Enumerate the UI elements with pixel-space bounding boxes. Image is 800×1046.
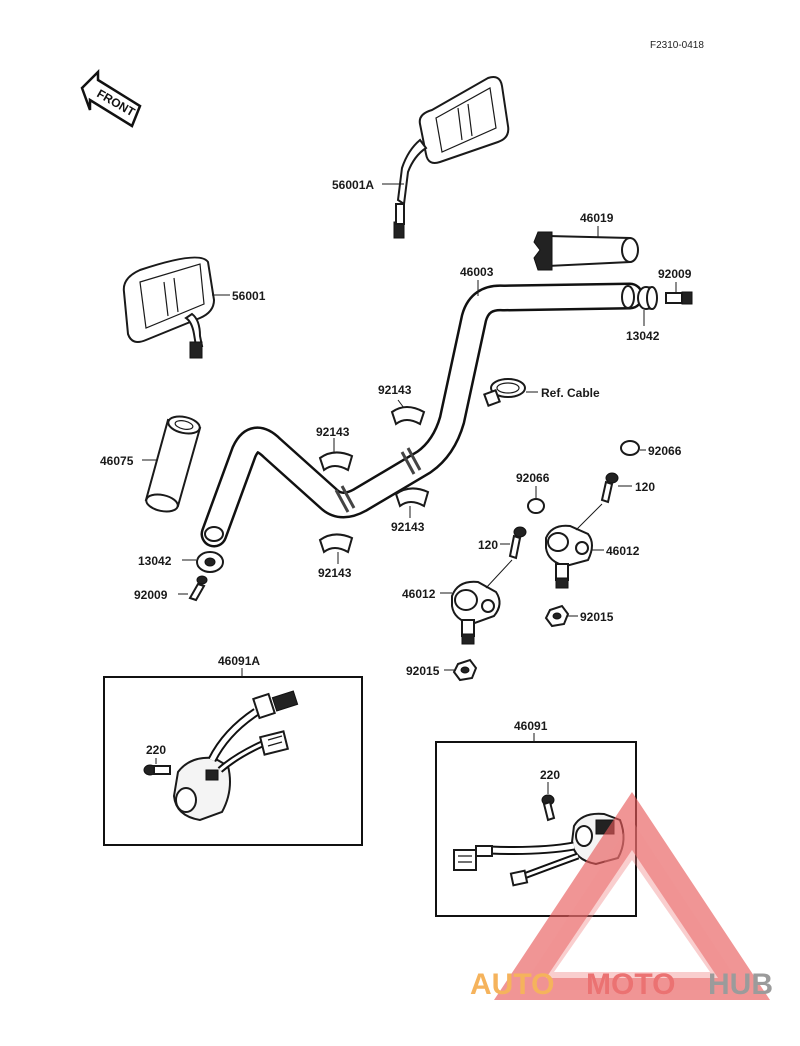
label-grip-left: 46075 <box>100 454 134 468</box>
label-switch-left-screw: 220 <box>146 743 166 757</box>
label-shim-b: 92143 <box>316 425 350 439</box>
label-grip-right: 46019 <box>580 211 614 225</box>
label-ref-cable: Ref. Cable <box>541 386 600 400</box>
label-shim-a: 92143 <box>378 383 412 397</box>
bolt-right-end <box>665 291 693 305</box>
label-bolt-b: 120 <box>478 538 498 552</box>
drawing-code: F2310-0418 <box>650 40 704 51</box>
label-switch-right: 46091 <box>514 719 548 733</box>
label-bolt-left-end: 92009 <box>134 588 168 602</box>
switch-right-screw <box>541 794 556 822</box>
label-switch-left: 46091A <box>218 654 260 668</box>
label-weight-right: 13042 <box>626 329 660 343</box>
label-bolt-a: 120 <box>635 480 655 494</box>
shim-b <box>318 451 354 472</box>
handlebar <box>200 282 644 548</box>
label-nut-b: 92015 <box>406 664 440 678</box>
shim-c <box>394 487 430 508</box>
nut-a <box>544 604 570 628</box>
label-shim-d: 92143 <box>318 566 352 580</box>
shim-a <box>390 406 426 426</box>
bolt-left-end <box>188 575 208 602</box>
watermark-part3: HUB <box>708 968 773 1001</box>
holder-a <box>545 524 593 589</box>
label-cap-a: 92066 <box>648 444 682 458</box>
bar-end-weight-left <box>196 551 224 573</box>
cable-clamp <box>483 378 526 407</box>
bolt-a <box>600 472 619 504</box>
switch-left-assembly <box>172 690 299 822</box>
mirror-right <box>393 76 510 239</box>
label-mirror-left: 56001 <box>232 289 266 303</box>
label-shim-c: 92143 <box>391 520 425 534</box>
front-arrow-icon: FRONT <box>80 68 142 128</box>
bolt-b <box>508 526 527 560</box>
mirror-left <box>122 256 216 359</box>
watermark-part1: AUTO <box>470 968 554 1001</box>
holder-b <box>451 580 501 645</box>
cap-b <box>527 498 545 514</box>
label-weight-left: 13042 <box>138 554 172 568</box>
watermark-part2: MOTO <box>586 968 675 1001</box>
switch-left-screw <box>143 764 171 776</box>
label-handlebar: 46003 <box>460 265 494 279</box>
watermark-logo: AUTO MOTO HUB <box>470 792 773 1001</box>
label-bolt-right-end: 92009 <box>658 267 692 281</box>
label-mirror-right: 56001A <box>332 178 374 192</box>
shim-d <box>318 533 354 554</box>
bar-end-weight-right <box>637 286 658 310</box>
cap-a <box>620 440 640 456</box>
label-cap-b: 92066 <box>516 471 550 485</box>
grip-right <box>533 231 639 271</box>
grip-left <box>144 415 202 513</box>
label-holder-a: 46012 <box>606 544 640 558</box>
label-nut-a: 92015 <box>580 610 614 624</box>
label-holder-b: 46012 <box>402 587 436 601</box>
nut-b <box>452 658 478 682</box>
label-switch-right-screw: 220 <box>540 768 560 782</box>
switch-left-frame <box>103 676 363 846</box>
